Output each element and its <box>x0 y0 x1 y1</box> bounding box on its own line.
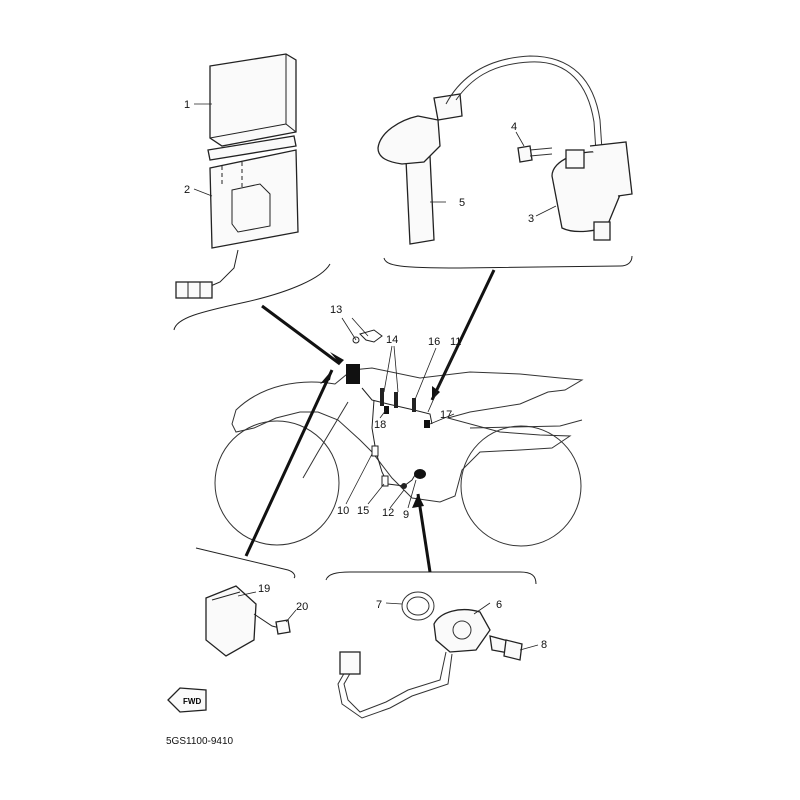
callout-6: 6 <box>496 599 502 611</box>
cdi-unit-group <box>173 53 344 366</box>
rear-fender <box>469 419 583 429</box>
callout-9: 9 <box>403 509 409 521</box>
callout-leaders <box>193 103 557 651</box>
cdi-plug-part-13 <box>346 364 360 384</box>
callout-3: 3 <box>528 213 534 225</box>
coil-terminal-b <box>593 221 611 241</box>
fwd-label: FWD <box>183 697 201 706</box>
front-wheel <box>214 420 340 546</box>
coil-terminal-a <box>565 149 585 169</box>
drawing-code: 5GS1100-9410 <box>166 736 234 747</box>
callout-1: 1 <box>184 99 190 111</box>
callout-4: 4 <box>511 121 517 133</box>
ignition-coil-group <box>377 55 633 401</box>
group-bracket-left <box>173 263 331 331</box>
cdi-connector <box>175 281 213 299</box>
callout-7: 7 <box>376 599 382 611</box>
callout-15: 15 <box>357 505 369 517</box>
leader-arrow-bottom-left <box>244 369 334 557</box>
harness-part-18 <box>384 406 389 414</box>
rear-wheel <box>460 425 582 547</box>
bolt-part-4 <box>517 145 533 163</box>
frame-body-outline <box>231 367 584 503</box>
callout-5: 5 <box>459 197 465 209</box>
switch-connector <box>339 651 361 675</box>
callout-13: 13 <box>330 304 342 316</box>
clamp-part-10 <box>371 445 379 457</box>
callout-16: 16 <box>428 336 440 348</box>
cdi-band <box>207 135 297 161</box>
callout-19: 19 <box>258 583 270 595</box>
front-fork <box>302 401 349 479</box>
clamp-part-15 <box>381 475 389 487</box>
switch-lead <box>343 651 447 713</box>
callout-20: 20 <box>296 601 308 613</box>
leader-arrow-left <box>261 304 341 366</box>
callout-2: 2 <box>184 184 190 196</box>
rectifier-part-19 <box>205 585 257 657</box>
motorcycle-outline <box>214 367 584 547</box>
callout-12: 12 <box>382 507 394 519</box>
o-ring-part-7 <box>401 591 435 621</box>
group-bracket-right <box>383 255 633 269</box>
wire-harness <box>346 329 433 489</box>
neutral-switch-part-9 <box>414 469 426 479</box>
plug-cap-part-5 <box>405 155 435 245</box>
leader-arrow-right <box>430 269 496 401</box>
leader-arrow-bottom-right <box>416 493 432 573</box>
harness-part-14a <box>380 388 384 406</box>
callout-labels: 1 2 3 4 5 6 7 8 9 10 11 12 13 14 15 16 1… <box>184 99 547 651</box>
cdi-cover-part-1 <box>209 53 297 147</box>
fwd-direction-arrow: FWD <box>167 687 207 713</box>
bolt-part-20 <box>275 619 291 635</box>
neutral-switch-group <box>325 493 537 719</box>
callout-11: 11 <box>450 336 461 348</box>
high-tension-lead <box>455 61 597 153</box>
bracket-part-13 <box>359 329 383 343</box>
group-bracket-bottom-right <box>325 571 537 585</box>
group-bracket-bottom-left <box>195 547 296 579</box>
callout-14: 14 <box>386 334 398 346</box>
callout-18: 18 <box>374 419 386 431</box>
harness-part-17 <box>424 420 430 428</box>
cdi-cable <box>205 249 239 289</box>
callout-17: 17 <box>440 409 452 421</box>
callout-10: 10 <box>337 505 349 517</box>
harness-part-14b <box>394 392 398 408</box>
neutral-switch-part-6 <box>433 609 491 653</box>
washer-part-13 <box>352 336 360 344</box>
harness-part-16 <box>412 398 416 412</box>
rectifier-group <box>195 369 334 657</box>
clamp-part-12 <box>401 483 407 489</box>
callout-8: 8 <box>541 639 547 651</box>
cdi-body-part-2 <box>209 149 299 249</box>
